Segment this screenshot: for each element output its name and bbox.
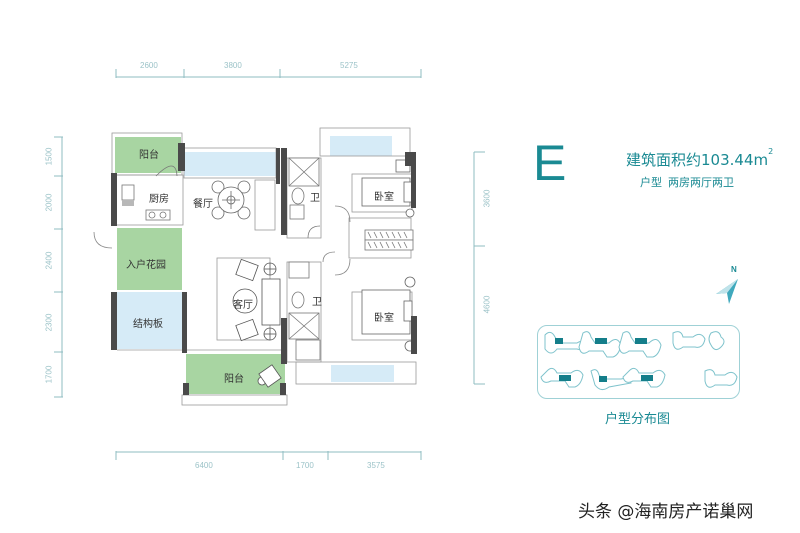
bedroom-top-window-fill bbox=[330, 136, 392, 156]
unit-type-value: 两房两厅两卫 bbox=[668, 176, 734, 189]
dim-bottom-1: 6400 bbox=[195, 461, 213, 470]
area-superscript: 2 bbox=[768, 147, 774, 156]
structural-walls bbox=[111, 143, 417, 395]
room-bedroom-bottom: 卧室 bbox=[374, 313, 394, 324]
north-label: N bbox=[731, 265, 737, 274]
distribution-map bbox=[537, 325, 740, 399]
room-balcony-top: 阳台 bbox=[139, 150, 159, 161]
room-bedroom-top: 卧室 bbox=[374, 192, 394, 203]
structure-slab-fill bbox=[117, 292, 182, 349]
dim-top-2: 3800 bbox=[224, 61, 242, 70]
bedroom-bottom-window-fill bbox=[331, 365, 394, 382]
entry-garden-fill bbox=[117, 228, 182, 290]
unit-type-prefix: 户型 bbox=[640, 176, 662, 189]
room-bath-top: 卫 bbox=[310, 193, 320, 204]
room-balcony-bottom: 阳台 bbox=[224, 374, 244, 385]
distribution-label: 户型分布图 bbox=[605, 412, 671, 427]
area-label: 建筑面积约103.44m bbox=[626, 151, 769, 169]
watermark: 头条 @海南房产诺巢网 bbox=[578, 502, 754, 522]
north-arrow-icon bbox=[716, 279, 738, 304]
balcony-top-fill bbox=[115, 137, 181, 173]
distribution-units bbox=[540, 331, 738, 391]
room-bath-bottom: 卫 bbox=[312, 297, 322, 308]
dining-table bbox=[211, 180, 251, 220]
room-living: 客厅 bbox=[233, 300, 253, 311]
dim-top-3: 5275 bbox=[340, 61, 358, 70]
room-kitchen: 厨房 bbox=[149, 194, 169, 205]
dim-top-1: 2600 bbox=[140, 61, 158, 70]
unit-letter: E bbox=[533, 135, 567, 191]
area-info: 建筑面积约103.44m2 bbox=[626, 147, 774, 170]
dim-bottom-2: 1700 bbox=[296, 461, 314, 470]
dim-bottom-3: 3575 bbox=[367, 461, 385, 470]
wardrobe bbox=[364, 229, 414, 251]
unit-type: 户型两房两厅两卫 bbox=[640, 174, 740, 190]
room-structure-slab: 结构板 bbox=[133, 319, 163, 330]
dining-window-fill bbox=[184, 152, 276, 176]
room-dining: 餐厅 bbox=[193, 199, 213, 210]
room-entry-garden: 入户花园 bbox=[126, 260, 166, 271]
